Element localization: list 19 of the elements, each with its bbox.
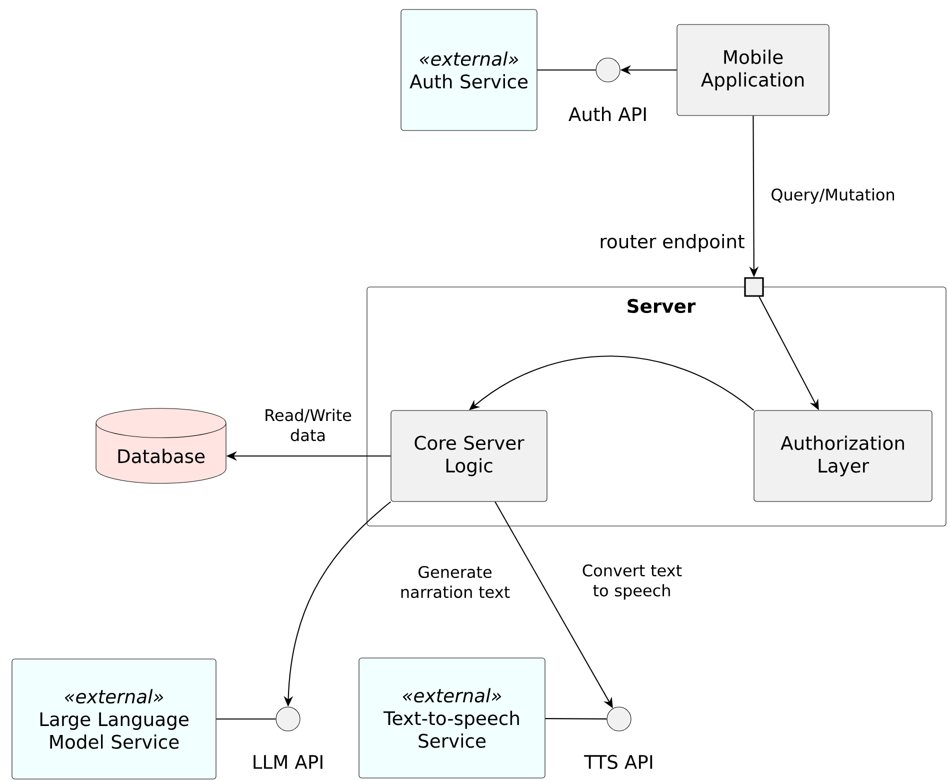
service-box: «external» Large Language Model Service — [12, 658, 216, 780]
interface-label: Auth API — [568, 106, 646, 122]
edge-label: Convert text to speech — [576, 563, 688, 601]
edge-label: Read/Write data — [252, 407, 364, 443]
database-cylinder: Database — [96, 408, 226, 484]
component-box: Mobile Application — [676, 24, 830, 116]
component-box: Core Server Logic — [390, 410, 548, 502]
edge-label: Generate narration text — [388, 564, 522, 600]
interface-label: LLM API — [254, 755, 322, 769]
service-box: «external» Auth Service — [400, 9, 538, 131]
interface-label: router endpoint — [600, 234, 744, 252]
service-box: «external» Text-to-speech Service — [358, 658, 546, 778]
port-square — [744, 277, 764, 297]
interface-label: TTS API — [584, 754, 652, 770]
component-box: Authorization Layer — [754, 410, 932, 502]
interface-circle — [596, 58, 620, 82]
interface-circle — [606, 706, 632, 732]
interface-circle — [276, 706, 300, 732]
edge-label: Query/Mutation — [766, 186, 900, 206]
